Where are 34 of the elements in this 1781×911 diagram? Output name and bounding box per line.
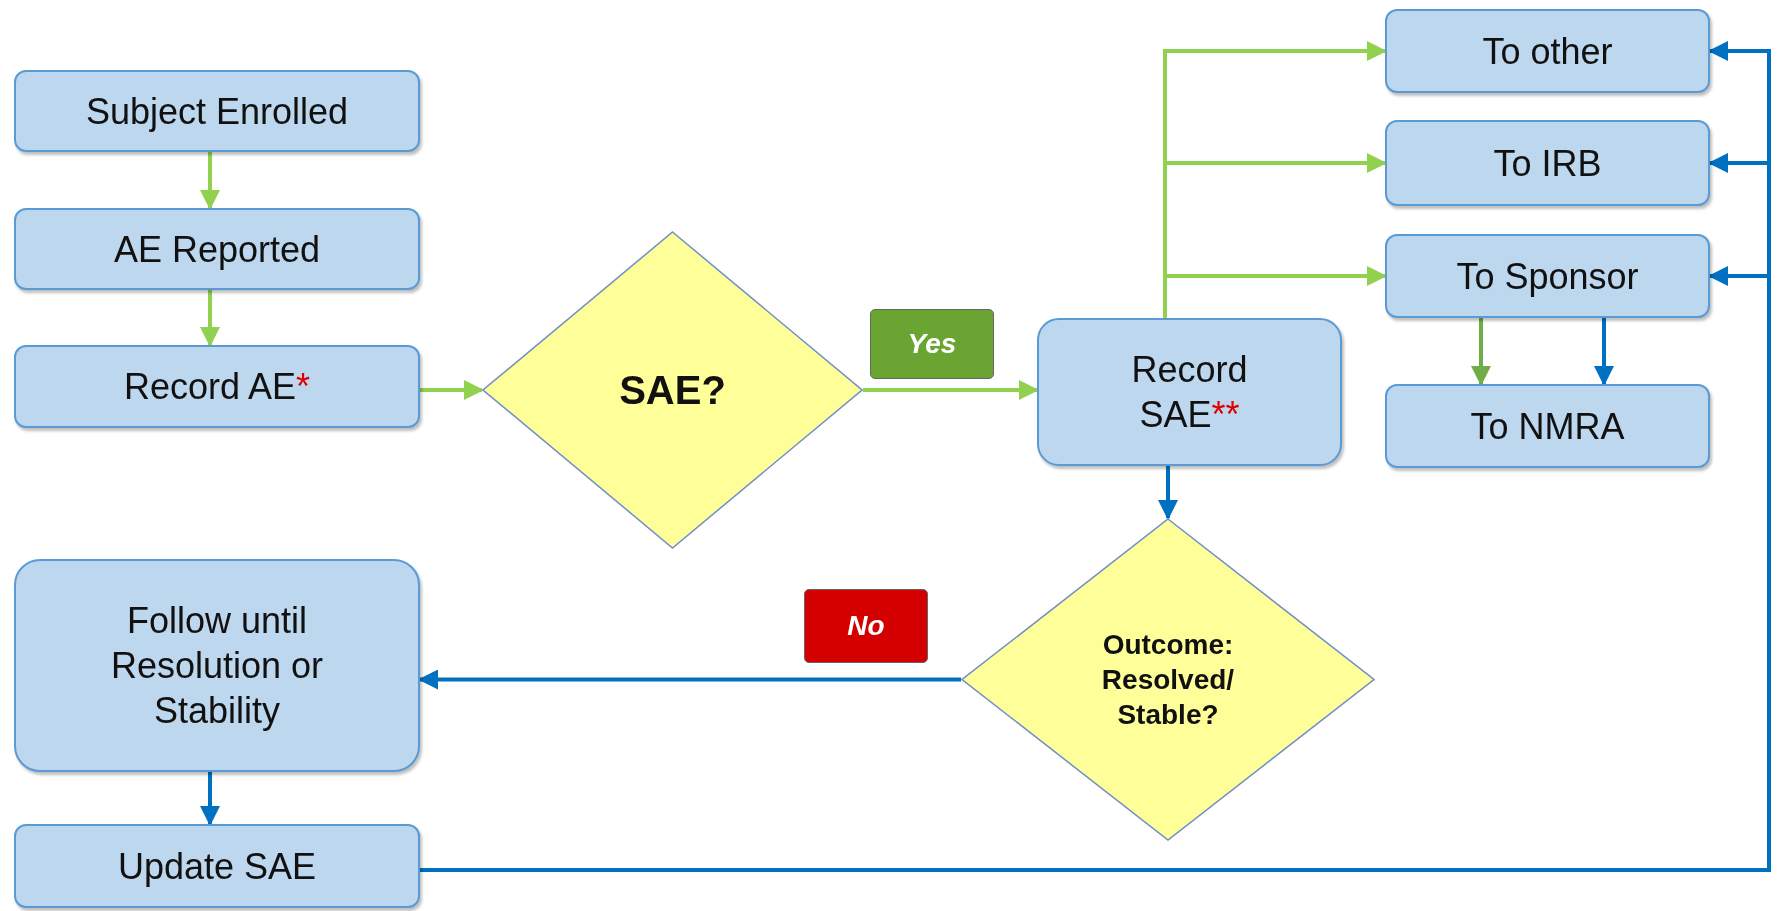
process-box [14, 208, 420, 290]
process-box [14, 70, 420, 152]
node-label: Follow until Resolution or Stability [109, 599, 325, 733]
arrow [200, 290, 220, 347]
node-label: To NMRA [1470, 404, 1625, 449]
arrow [200, 772, 220, 826]
node-label: Record SAE** [1130, 348, 1249, 437]
arrow [420, 380, 484, 400]
process-box [14, 824, 420, 908]
node-label: Subject Enrolled [85, 89, 349, 134]
arrow [200, 152, 220, 210]
arrow [1158, 466, 1178, 520]
arrow [863, 380, 1039, 400]
process-box [1385, 384, 1710, 468]
node-label: To Sponsor [1456, 254, 1639, 299]
process-box [1385, 120, 1710, 206]
node-label: To other [1482, 29, 1613, 74]
process-box [1037, 318, 1342, 466]
node-label: AE Reported [113, 227, 321, 272]
arrow [418, 669, 961, 690]
edge-label: No [804, 589, 928, 663]
process-box [1385, 234, 1710, 318]
arrow [1594, 318, 1614, 386]
node-label: To IRB [1493, 141, 1602, 186]
node-label: SAE? [619, 367, 726, 414]
node-label: Update SAE [117, 844, 317, 889]
arrow [1471, 318, 1491, 386]
process-box [14, 559, 420, 772]
process-box [14, 345, 420, 428]
edge-label: Yes [870, 309, 994, 379]
node-label: Record AE* [123, 365, 311, 409]
node-label: Outcome: Resolved/ Stable? [1100, 628, 1236, 732]
arrow [1163, 266, 1387, 318]
process-box [1385, 9, 1710, 93]
